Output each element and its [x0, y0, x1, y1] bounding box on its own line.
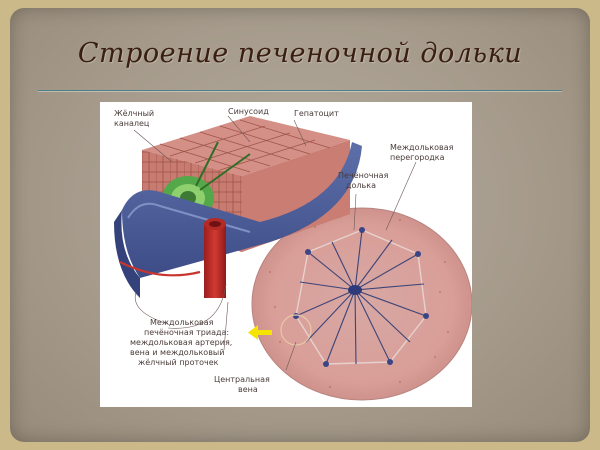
magnification-ring [280, 314, 312, 346]
label-hepatic-lobule-2: долька [346, 181, 376, 190]
liver-lobule-illustration: Жёлчный каналец Синусоид Гепатоцит Междо… [114, 107, 472, 401]
label-central-vein-1: Центральная [214, 375, 270, 384]
label-interlobular-septum-2: перегородка [390, 153, 445, 162]
slide-title: Строение печеночной дольки [77, 38, 523, 69]
hepatic-artery [119, 218, 226, 298]
illustration-panel: Жёлчный каналец Синусоид Гепатоцит Междо… [100, 102, 472, 407]
label-interlobular-septum-1: Междольковая [390, 143, 454, 152]
label-bile-canaliculus-1: Жёлчный [114, 109, 154, 118]
label-triad-2: печёночная триада: [144, 328, 229, 337]
title-divider [38, 90, 562, 91]
label-bile-canaliculus-2: каналец [114, 119, 150, 128]
yellow-arrow-icon [248, 325, 272, 340]
central-vein [348, 285, 362, 295]
label-central-vein-2: вена [238, 385, 258, 394]
lobule-cross-section [251, 207, 472, 401]
portal-vein [114, 142, 362, 298]
label-triad-4: вена и междольковый [130, 348, 224, 357]
label-triad-1: Междольковая [150, 318, 214, 327]
label-hepatocyte: Гепатоцит [294, 109, 339, 118]
label-triad-5: жёлчный проточек [138, 358, 219, 367]
leader-lines [133, 115, 417, 371]
label-hepatic-lobule-1: Печёночная [338, 171, 389, 180]
label-sinusoid: Синусоид [228, 107, 269, 116]
label-triad-3: междольковая артерия, [130, 338, 232, 347]
